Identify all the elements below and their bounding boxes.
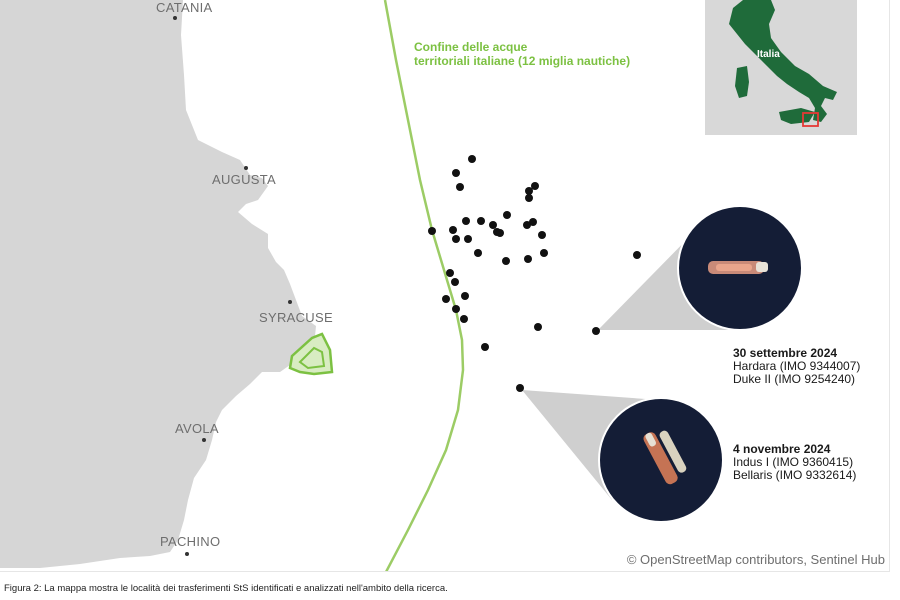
- sts-point: [538, 231, 546, 239]
- map-canvas: [0, 0, 803, 571]
- sts-point: [468, 155, 476, 163]
- satellite-image-2: [598, 397, 724, 523]
- sts-point: [461, 292, 469, 300]
- inset-label: Italia: [757, 49, 780, 60]
- satellite-image-1: [677, 205, 803, 331]
- sts-point: [534, 323, 542, 331]
- figure-caption: Figura 2: La mappa mostra le località de…: [4, 583, 448, 594]
- italy-shape: [729, 0, 837, 127]
- syracuse-zone-inner: [298, 346, 326, 370]
- sts-point: [449, 226, 457, 234]
- sts-point: [592, 327, 600, 335]
- sts-point: [451, 278, 459, 286]
- map: CATANIA AUGUSTA SYRACUSE AVOLA PACHINO C…: [0, 0, 890, 572]
- event-vessel: Duke II (IMO 9254240): [733, 372, 856, 386]
- city-label-catania: CATANIA: [156, 0, 213, 15]
- city-label-syracuse: SYRACUSE: [259, 310, 333, 325]
- sts-point: [452, 305, 460, 313]
- event-block-1: 30 settembre 2024 Hardara (IMO 9344007) …: [733, 347, 860, 386]
- boundary-label-line2: territoriali italiane (12 miglia nautich…: [414, 54, 631, 68]
- sts-point: [496, 229, 504, 237]
- sts-point: [462, 217, 470, 225]
- sts-point: [428, 227, 436, 235]
- sts-point: [474, 249, 482, 257]
- boundary-label-line1: Confine delle acque: [414, 40, 528, 54]
- map-attribution: © OpenStreetMap contributors, Sentinel H…: [626, 552, 885, 567]
- sts-point: [540, 249, 548, 257]
- sts-point: [525, 187, 533, 195]
- sts-point: [477, 217, 485, 225]
- sts-point: [523, 221, 531, 229]
- sts-transfer-points: [428, 155, 641, 392]
- city-label-pachino: PACHINO: [160, 534, 221, 549]
- sts-point: [516, 384, 524, 392]
- sts-point: [502, 257, 510, 265]
- sts-point: [525, 194, 533, 202]
- sts-point: [456, 183, 464, 191]
- event-block-2: 4 novembre 2024 Indus I (IMO 9360415) Be…: [733, 443, 856, 482]
- sts-point: [633, 251, 641, 259]
- sts-point: [481, 343, 489, 351]
- event-date: 30 settembre 2024: [733, 346, 838, 360]
- event-vessel: Indus I (IMO 9360415): [733, 455, 854, 469]
- sts-point: [531, 182, 539, 190]
- sts-point: [446, 269, 454, 277]
- sts-point: [452, 169, 460, 177]
- city-label-augusta: AUGUSTA: [212, 172, 276, 187]
- sts-point: [442, 295, 450, 303]
- city-label-avola: AVOLA: [175, 421, 219, 436]
- event-date: 4 novembre 2024: [733, 442, 831, 456]
- territorial-waters-boundary: [383, 0, 465, 571]
- event-vessel: Bellaris (IMO 9332614): [733, 468, 857, 482]
- boundary-label: Confine delle acque territoriali italian…: [414, 40, 630, 68]
- sts-point: [460, 315, 468, 323]
- sicily-landmass: [0, 0, 316, 568]
- inset-map-italy: Italia: [705, 0, 857, 135]
- sts-point: [524, 255, 532, 263]
- syracuse-zone: [288, 332, 334, 376]
- sts-point: [489, 221, 497, 229]
- sts-point: [452, 235, 460, 243]
- sts-point: [464, 235, 472, 243]
- event-vessel: Hardara (IMO 9344007): [733, 359, 861, 373]
- sts-point: [503, 211, 511, 219]
- sts-point: [529, 218, 537, 226]
